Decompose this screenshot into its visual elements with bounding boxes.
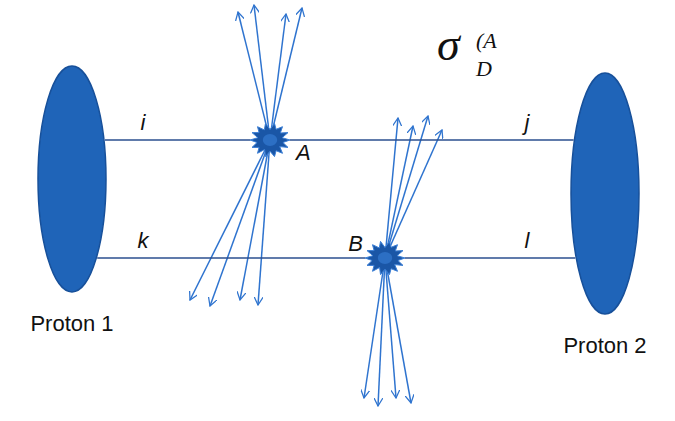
proton-label: Proton 2 — [563, 335, 646, 357]
jet-arrows-a — [190, 5, 302, 306]
proton-label: Proton 1 — [30, 313, 113, 335]
parton-line — [290, 139, 574, 141]
hard-scatter-vertex: B — [365, 241, 405, 275]
parton-flavour-label: i — [139, 112, 148, 134]
vertex-label: A — [296, 142, 311, 164]
parton-flavour-label: l — [523, 230, 532, 252]
vertex-label: B — [348, 233, 363, 255]
parton-flavour-label: k — [136, 230, 151, 252]
vertex-burst — [250, 123, 290, 157]
parton-line — [405, 257, 575, 259]
parton-line — [105, 139, 250, 141]
proton-shape — [37, 65, 107, 293]
cross-section-superscript: (A — [476, 30, 497, 52]
hard-scatter-vertex: A — [250, 123, 290, 157]
jet-arrows-b — [364, 116, 442, 406]
cross-section-subscript: D — [476, 58, 492, 80]
proton-ellipse: Proton 2 — [570, 72, 640, 315]
cross-section-symbol: σ — [437, 22, 460, 68]
proton-ellipse: Proton 1 — [37, 65, 107, 293]
parton-flavour-label: j — [523, 112, 532, 134]
proton-shape — [570, 72, 640, 315]
vertex-burst — [365, 241, 405, 275]
parton-line — [97, 257, 365, 259]
